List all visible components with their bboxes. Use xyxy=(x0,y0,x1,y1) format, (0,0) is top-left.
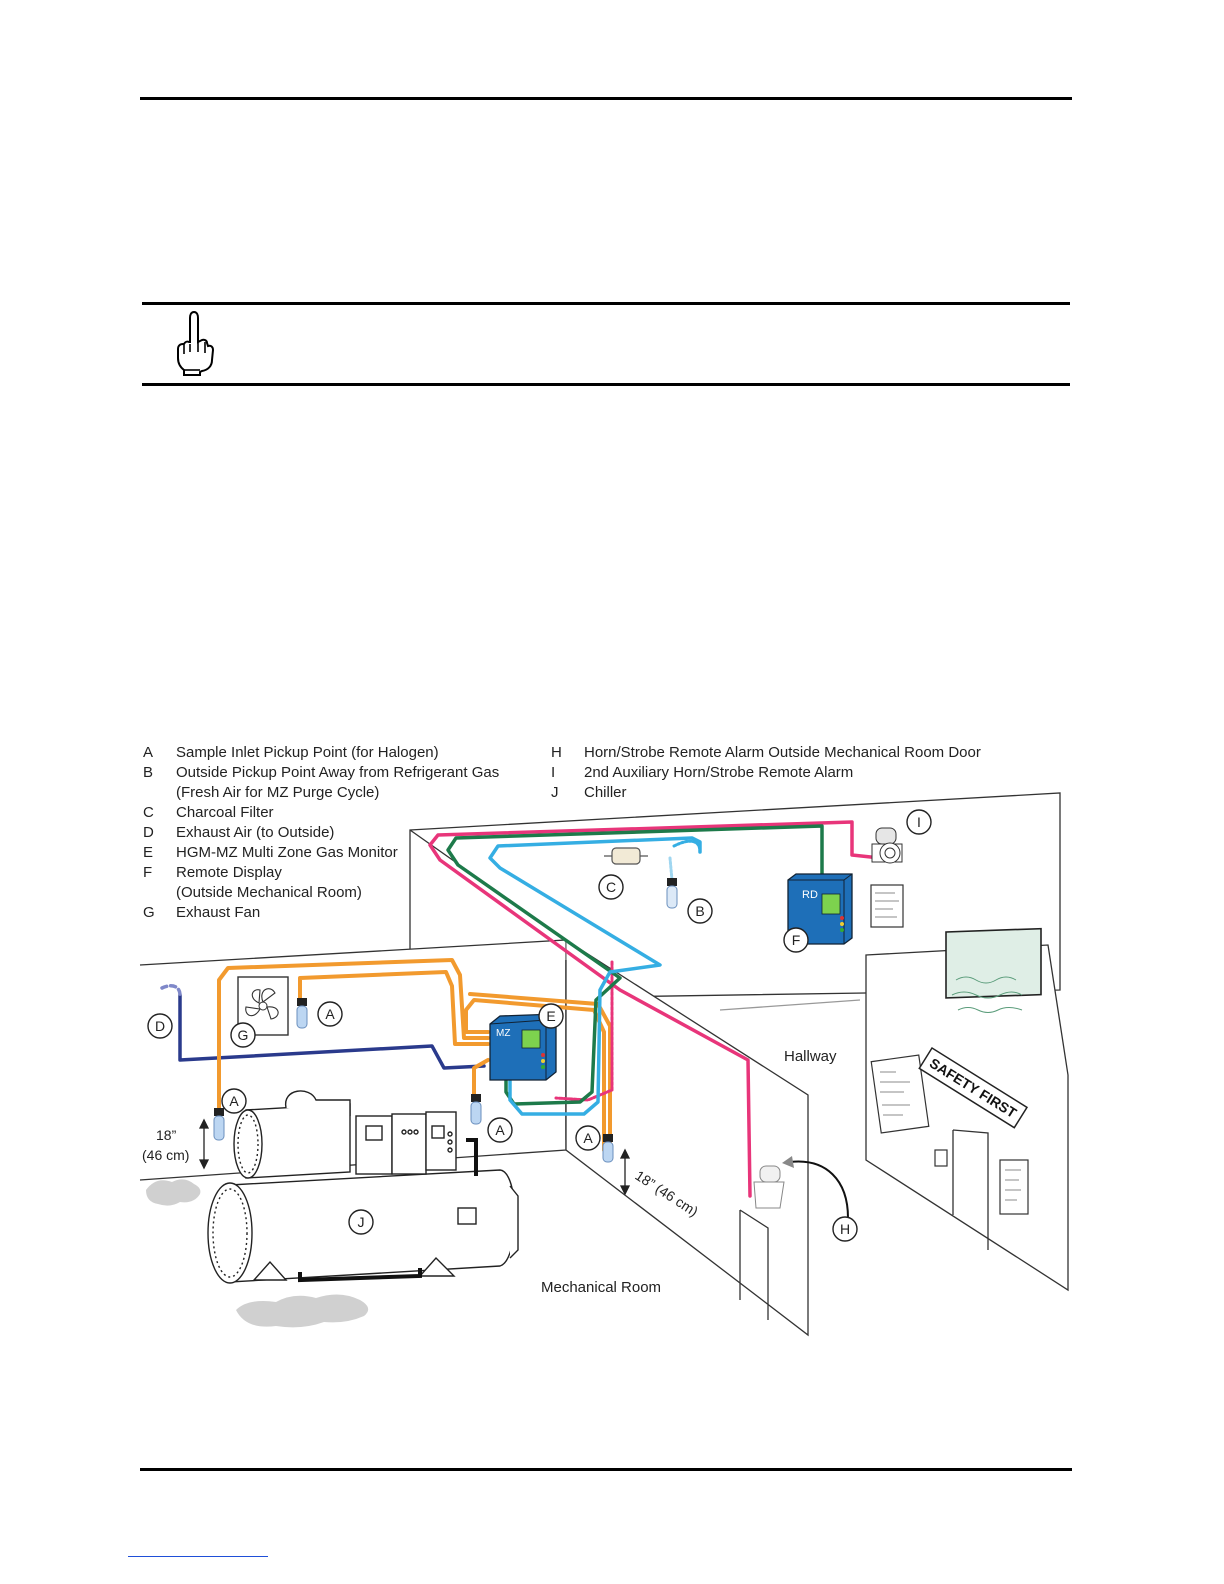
callout-a: A xyxy=(229,1093,239,1109)
hallway-label: Hallway xyxy=(784,1048,837,1065)
callout-i: I xyxy=(917,814,921,830)
callout-a: A xyxy=(325,1006,335,1022)
mechanical-room-label: Mechanical Room xyxy=(541,1279,661,1296)
height-label-left-1: 18” xyxy=(156,1127,177,1143)
callout-g: G xyxy=(238,1027,249,1043)
callout-h: H xyxy=(840,1221,850,1237)
footer-link-underline xyxy=(128,1556,268,1557)
callout-b: B xyxy=(695,903,704,919)
height-label-left-2: (46 cm) xyxy=(142,1147,189,1163)
mz-label: MZ xyxy=(496,1028,510,1039)
callout-f: F xyxy=(792,932,801,948)
callout-c: C xyxy=(606,879,616,895)
callout-j: J xyxy=(358,1214,365,1230)
callout-e: E xyxy=(546,1008,555,1024)
callout-a: A xyxy=(495,1122,505,1138)
rd-label: RD xyxy=(802,889,818,901)
callout-d: D xyxy=(155,1018,165,1034)
callout-a: A xyxy=(583,1130,593,1146)
